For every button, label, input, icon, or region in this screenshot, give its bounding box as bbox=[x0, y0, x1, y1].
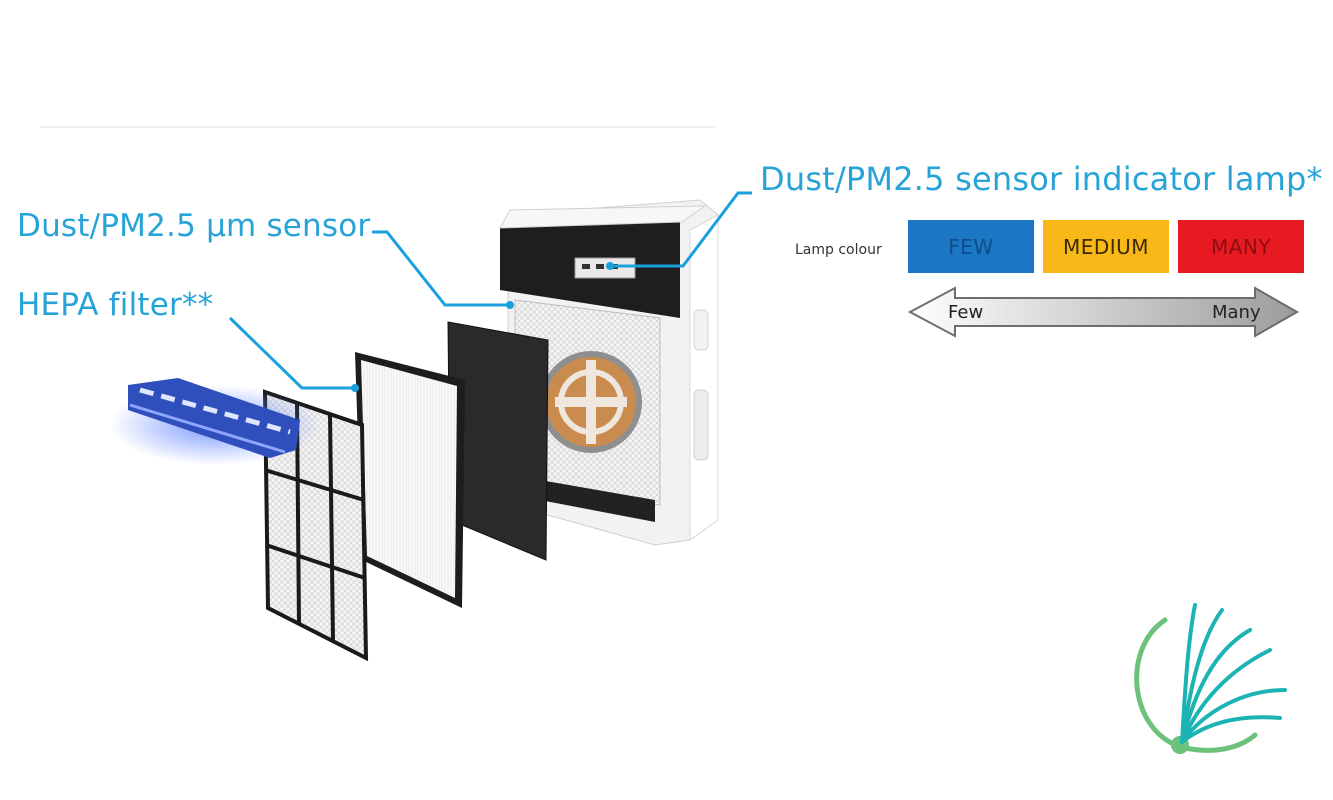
lamp-level-few: FEW bbox=[908, 220, 1034, 273]
lamp-level-many: MANY bbox=[1178, 220, 1304, 273]
sensor-callout-label: Dust/PM2.5 µm sensor bbox=[17, 208, 371, 244]
purifier-unit bbox=[499, 199, 719, 546]
sensor-leader-dot bbox=[506, 301, 514, 309]
sensor-leader-line bbox=[372, 230, 510, 307]
hepa-filter-callout-label: HEPA filter** bbox=[17, 287, 214, 323]
arrow-label-few: Few bbox=[948, 302, 984, 323]
arrow-label-many: Many bbox=[1212, 302, 1261, 323]
hepa-leader-dot bbox=[351, 384, 359, 392]
lamp-leader-line bbox=[610, 191, 752, 268]
leader-lines bbox=[228, 191, 752, 390]
hepa-filter bbox=[355, 352, 465, 608]
indicator-lamp-callout-label: Dust/PM2.5 sensor indicator lamp* bbox=[760, 160, 1323, 198]
lamp-level-medium: MEDIUM bbox=[1043, 220, 1169, 273]
lamp-leader-dot bbox=[606, 262, 614, 270]
few-many-arrow bbox=[907, 286, 1300, 338]
lamp-colour-caption: Lamp colour bbox=[795, 242, 882, 258]
hepa-leader-line bbox=[228, 316, 355, 390]
brand-logo bbox=[1134, 603, 1287, 754]
ion-generator bbox=[110, 378, 320, 465]
